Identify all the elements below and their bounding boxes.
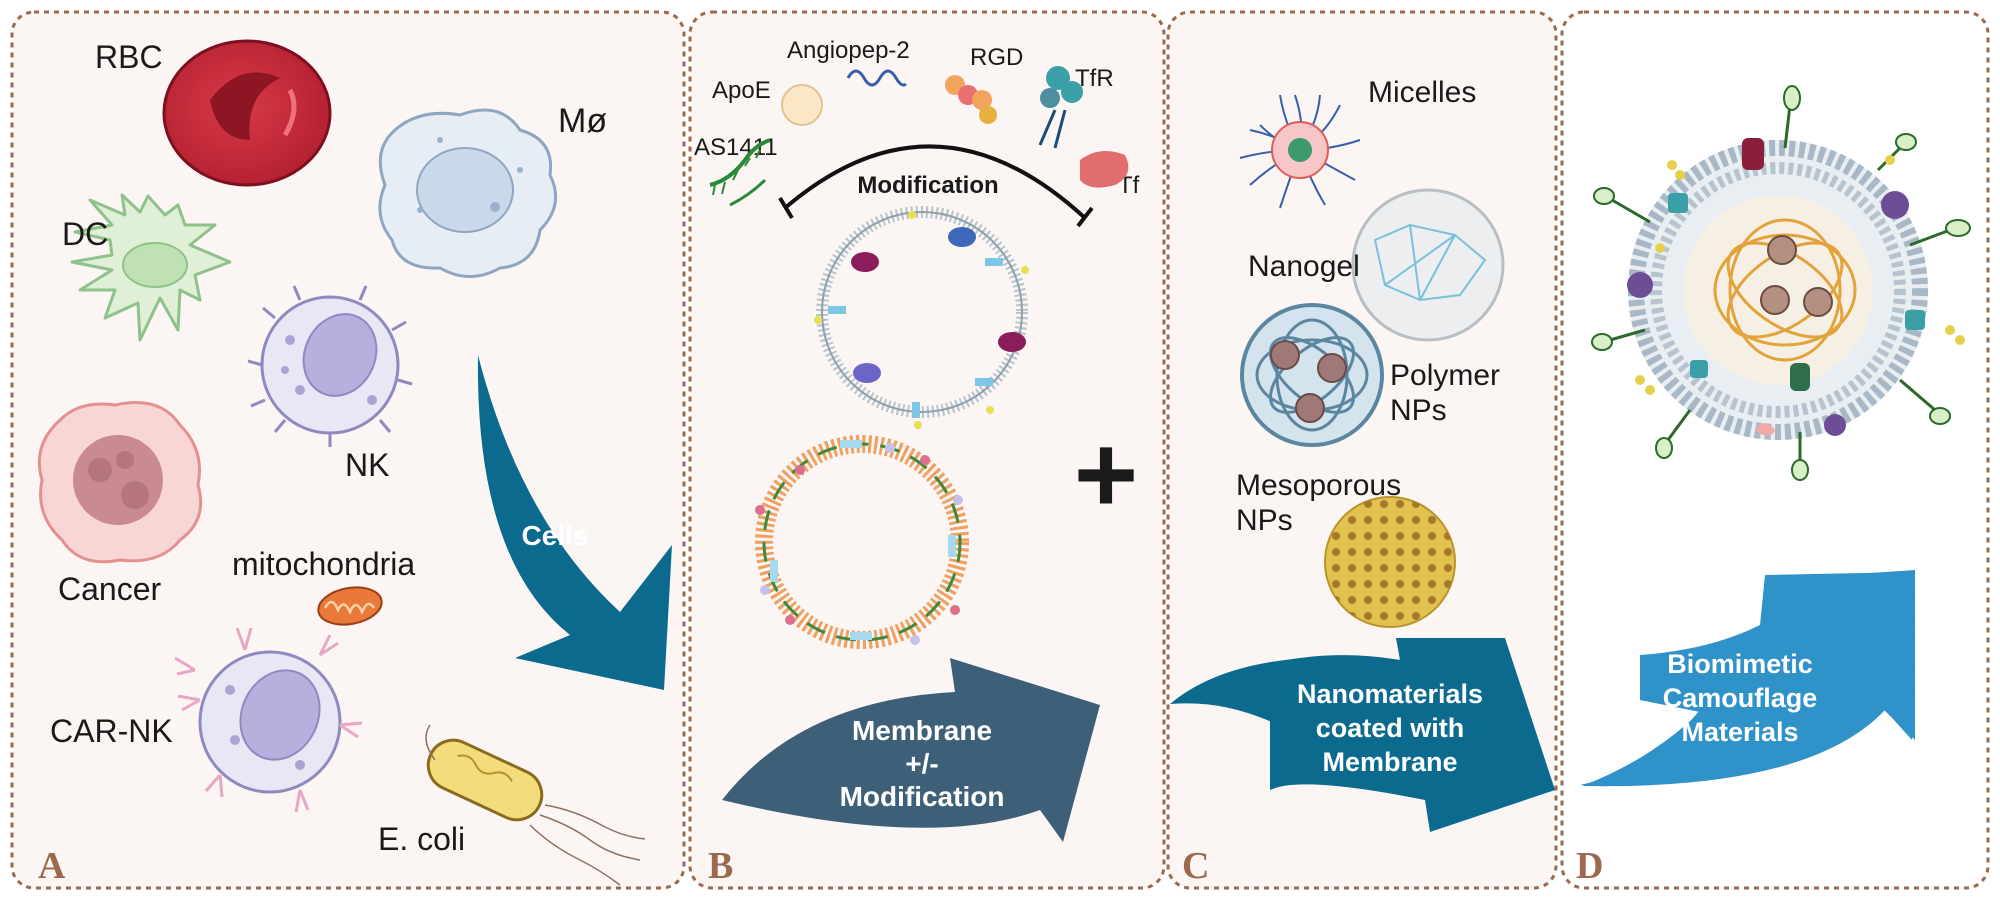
micelles-label: Micelles [1368,76,1476,109]
macrophage-label: Mø [558,102,607,140]
polymer-label-line1: Polymer [1390,359,1500,392]
rgd-label: RGD [970,44,1023,71]
nanomaterials-arrow-line1: Nanomaterials [1297,679,1483,709]
biomimetic-arrow-line2: Camouflage [1663,683,1818,713]
panel-d-letter: D [1576,845,1603,887]
nk-label: NK [345,447,389,483]
biomimetic-particle-icon [1591,85,1971,481]
nanomaterials-arrow-line2: coated with [1316,713,1465,743]
apoe-label: ApoE [712,77,771,104]
dc-label: DC [62,216,108,252]
modified-vesicle-icon [814,206,1029,429]
plus-symbol: + [1074,413,1138,536]
as1411-label: AS1411 [694,134,778,161]
cancer-label: Cancer [58,571,162,607]
modification-arc [778,144,1094,228]
cancer-icon [37,401,203,564]
polymer-nps-icon [1240,303,1384,447]
angiopep-icon [846,69,908,87]
panel-a-letter: A [38,845,66,887]
mesoporous-label-line1: Mesoporous [1236,469,1401,502]
cells-arrow: Cells [477,355,672,690]
ecoli-icon [425,724,646,886]
rgd-icon [945,75,997,124]
mitochondria-label: mitochondria [232,546,415,582]
macrophage-icon [378,108,558,278]
panel-b-letter: B [708,845,733,887]
biomimetic-arrow: Biomimetic Camouflage Materials [1580,570,1915,787]
nanomaterials-arrow: Nanomaterials coated with Membrane [1170,638,1555,832]
mitochondria-icon [317,586,383,626]
membrane-arrow-line2: +/- [905,748,938,779]
micelles-icon [1239,94,1361,209]
membrane-arrow: Membrane +/- Modification [722,658,1100,842]
membrane-vesicle-icon [755,435,969,649]
biomimetic-arrow-line3: Materials [1681,717,1798,747]
panel-b [688,10,1166,890]
apoe-icon [781,84,823,126]
nk-icon [247,285,413,447]
cells-arrow-label: Cells [522,520,589,551]
rbc-icon [162,39,332,187]
membrane-arrow-line3: Modification [840,781,1005,812]
mesoporous-nps-icon [1324,496,1456,628]
as1411-icon [709,138,771,207]
car-nk-label: CAR-NK [50,713,173,749]
tfr-icon [1038,66,1083,149]
car-nk-icon [174,627,363,813]
angiopep-label: Angiopep-2 [787,37,910,64]
ecoli-label: E. coli [378,821,465,857]
nanogel-icon [1351,188,1505,342]
polymer-label-line2: NPs [1390,394,1447,427]
nanogel-label: Nanogel [1248,250,1360,283]
rbc-label: RBC [95,39,163,75]
mesoporous-label-line2: NPs [1236,504,1293,537]
modification-label: Modification [857,172,998,199]
biomimetic-arrow-line1: Biomimetic [1667,649,1813,679]
tf-icon [1080,151,1129,188]
panel-c-letter: C [1182,845,1209,887]
membrane-arrow-line1: Membrane [852,715,992,746]
dc-icon [70,193,232,342]
nanomaterials-arrow-line3: Membrane [1322,747,1457,777]
